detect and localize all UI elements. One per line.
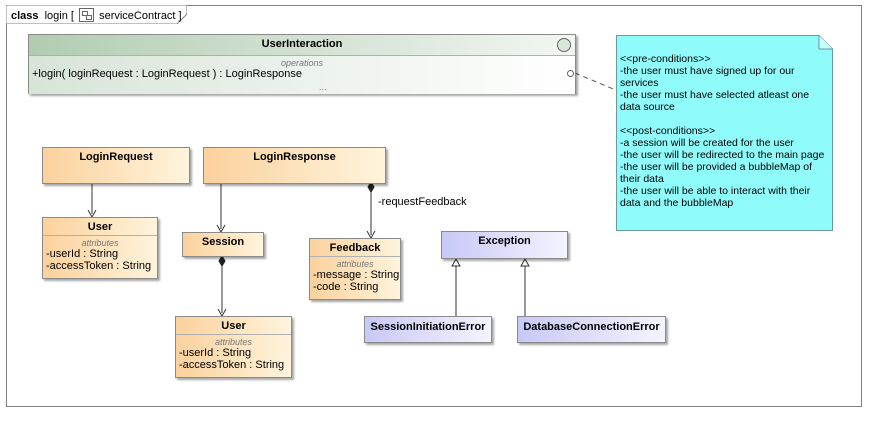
user2-attributes-label: attributes xyxy=(214,337,253,347)
class-databaseconnectionerror[interactable]: DatabaseConnectionError xyxy=(517,316,666,343)
userinteraction-name: UserInteraction xyxy=(261,38,343,50)
requestfeedback-label: -requestFeedback xyxy=(378,196,467,208)
note-line: -a session will be created for the user xyxy=(620,137,794,149)
note-line: <<post-conditions>> xyxy=(620,125,716,137)
user1-attributes: attributes -userId : String -accessToken… xyxy=(43,235,157,272)
user1-name: User xyxy=(87,221,113,233)
note-text: <<pre-conditions>> -the user must have s… xyxy=(620,53,832,209)
sessioninitiationerror-name: SessionInitiationError xyxy=(370,321,486,333)
class-userinteraction[interactable]: UserInteraction operations +login( login… xyxy=(28,34,576,94)
class-user-2[interactable]: User attributes -userId : String -access… xyxy=(175,316,292,378)
note-anchor-line xyxy=(574,72,619,92)
user1-attr: -userId : String xyxy=(46,248,119,260)
frame-name: login [ xyxy=(44,10,74,22)
note-line: -the user will be provided a bubbleMap o… xyxy=(620,161,813,185)
user2-attributes: attributes -userId : String -accessToken… xyxy=(176,334,291,371)
note-line: -the user will be able to interact with … xyxy=(620,185,811,209)
package-icon xyxy=(79,8,95,22)
feedback-name: Feedback xyxy=(329,242,381,254)
class-sessioninitiationerror[interactable]: SessionInitiationError xyxy=(364,316,492,343)
note-line: <<pre-conditions>> xyxy=(620,53,711,65)
class-loginresponse[interactable]: LoginResponse xyxy=(203,147,386,184)
sessionerror-exception-triangle xyxy=(451,257,461,267)
userinteraction-operations-label: operations xyxy=(280,58,324,68)
user2-attr: -userId : String xyxy=(179,347,252,359)
note-line: -the user will be redirected to the main… xyxy=(620,149,825,161)
databaseconnectionerror-name: DatabaseConnectionError xyxy=(523,321,660,333)
feedback-attributes-label: attributes xyxy=(336,259,374,269)
class-user-1[interactable]: User attributes -userId : String -access… xyxy=(42,217,158,279)
login-operation: +login( loginRequest : LoginRequest ) : … xyxy=(32,68,302,80)
note-line xyxy=(620,113,832,125)
interface-icon xyxy=(557,38,571,52)
note-line: -the user must have signed up for our se… xyxy=(620,65,795,89)
anchor-point xyxy=(567,70,574,77)
userinteraction-header: UserInteraction xyxy=(29,35,575,55)
frame-title: class login [ serviceContract ] xyxy=(11,8,182,22)
user1-attr: -accessToken : String xyxy=(46,260,152,272)
feedback-attr: -message : String xyxy=(313,269,400,281)
exception-name: Exception xyxy=(478,235,531,247)
loginrequest-name: LoginRequest xyxy=(79,151,153,163)
class-feedback[interactable]: Feedback attributes -message : String -c… xyxy=(309,238,401,300)
userinteraction-body: operations +login( loginRequest : LoginR… xyxy=(29,55,575,94)
note-line: -the user must have selected atleast one… xyxy=(620,89,810,113)
note-shape xyxy=(616,35,833,231)
userinteraction-ellipsis: ... xyxy=(319,82,327,92)
feedback-attr: -code : String xyxy=(313,281,379,293)
session-name: Session xyxy=(201,236,245,248)
user1-attributes-label: attributes xyxy=(81,238,119,248)
user2-name: User xyxy=(221,320,246,332)
feedback-attributes: attributes -message : String -code : Str… xyxy=(310,256,400,293)
frame-keyword: class xyxy=(11,10,39,22)
class-exception[interactable]: Exception xyxy=(441,231,568,259)
loginresponse-name: LoginResponse xyxy=(253,151,336,163)
session-user-diamond xyxy=(218,255,226,267)
frame-tab xyxy=(6,5,187,24)
user2-attr: -accessToken : String xyxy=(179,359,285,371)
class-loginrequest[interactable]: LoginRequest xyxy=(42,147,190,184)
class-session[interactable]: Session xyxy=(182,232,264,257)
frame-context: serviceContract ] xyxy=(99,10,182,22)
dberror-exception-triangle xyxy=(520,257,530,267)
